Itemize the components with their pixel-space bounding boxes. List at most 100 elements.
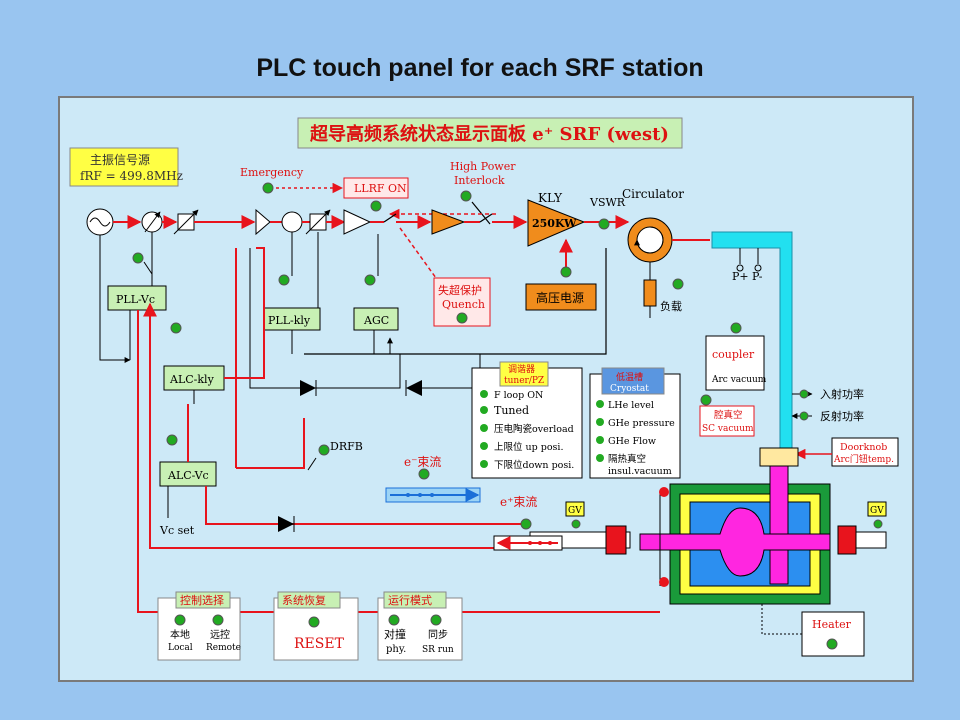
master-osc-box	[69, 147, 179, 187]
gv-right-led	[873, 519, 883, 529]
alc-vc-label: ALC-Vc	[167, 469, 209, 482]
e-minus-beam-label: e⁻束流	[404, 455, 441, 469]
diode-icon-3	[278, 516, 294, 532]
e-plus-beam-label: e⁺束流	[500, 495, 537, 509]
agc-label: AGC	[363, 314, 389, 327]
cavity-icon	[639, 507, 831, 577]
srf-station-diagram: 超导高频系统状态显示面板 e⁺ SRF (west) 主振信号源 fRF = 4…	[69, 117, 899, 661]
hv-supply-label: 高压电源	[536, 290, 584, 305]
tuner-item: Tuned	[494, 404, 529, 417]
slide-title: PLC touch panel for each SRF station	[256, 54, 704, 82]
llrf-on-box	[343, 177, 409, 199]
coupler-title: coupler	[712, 348, 755, 361]
drfb-label: DRFB	[330, 440, 363, 453]
tuner-title-2: tuner/PZ	[504, 376, 544, 386]
tuner-item: 下限位down posi.	[494, 459, 574, 471]
phase-shifter-2-icon	[281, 211, 303, 233]
load-icon	[643, 279, 657, 307]
alc-vc-box	[159, 461, 217, 487]
quench-led	[456, 312, 468, 324]
coupler-led	[730, 322, 742, 334]
diode-icon-1	[300, 380, 316, 396]
sc-vacuum-led	[700, 394, 712, 406]
tuner-item: 上限位 up posi.	[494, 441, 563, 453]
sc-vacuum-label-2: SC vacuum	[702, 424, 754, 434]
cryostat-item: GHe Flow	[608, 436, 656, 447]
doorknob-label-1: Doorknob	[840, 442, 887, 453]
run-mode-title: 运行模式	[388, 594, 432, 607]
remote-label-en[interactable]: Remote	[206, 643, 241, 653]
doorknob-box	[831, 437, 899, 467]
pll-kly-label: PLL-kly	[268, 314, 311, 327]
gv-left-led	[571, 519, 581, 529]
panel-header-box	[297, 117, 683, 149]
cryostat-item: GHe pressure	[608, 418, 675, 429]
tuner-item: 压电陶瓷overload	[494, 423, 574, 435]
agc-box	[353, 307, 399, 331]
gv-right-label: GV	[870, 506, 884, 516]
quench-label-1: 失超保护	[438, 283, 482, 297]
cryostat-item: LHe level	[608, 400, 654, 411]
reset-led[interactable]	[308, 616, 320, 628]
alc-kly-label: ALC-kly	[169, 373, 215, 386]
remote-led[interactable]	[212, 614, 224, 626]
reflected-power-led	[799, 411, 809, 421]
hv-supply-led	[560, 266, 572, 278]
circulator-label: Circulator	[622, 187, 684, 201]
phy-label-cn[interactable]: 对撞	[384, 627, 406, 641]
master-osc-freq: fRF = 499.8MHz	[80, 169, 183, 183]
llrf-on-label: LLRF ON	[354, 182, 407, 195]
tuner-item: F loop ON	[494, 390, 543, 401]
reflected-power-label: 反射功率	[820, 409, 864, 423]
sr-run-led[interactable]	[430, 614, 442, 626]
phy-led[interactable]	[388, 614, 400, 626]
emergency-label: Emergency	[240, 166, 304, 179]
interlock-label-2: Interlock	[454, 174, 505, 187]
tuner-title-1: 调谐器	[508, 364, 535, 375]
cryostat-item: 隔热真空	[608, 453, 646, 465]
hv-supply-box	[525, 283, 597, 311]
master-osc-label: 主振信号源	[90, 153, 150, 167]
vc-set-label: Vc set	[159, 524, 195, 537]
alc-kly-led	[170, 322, 182, 334]
p-plus-label: P+	[732, 270, 749, 283]
coupler-box	[705, 335, 765, 391]
cavity-probe-2	[659, 577, 669, 587]
sc-vacuum-label-1: 腔真空	[714, 409, 743, 421]
local-label-en[interactable]: Local	[168, 643, 193, 653]
e-minus-beam-led	[418, 468, 430, 480]
phy-label-en[interactable]: phy.	[386, 644, 406, 655]
alc-vc-led	[166, 434, 178, 446]
plc-touch-panel: 超导高频系统状态显示面板 e⁺ SRF (west) 主振信号源 fRF = 4…	[58, 96, 914, 682]
gv-valve-right	[837, 525, 857, 555]
cryostat-item: insul.vacuum	[608, 466, 672, 477]
gv-left-label: GV	[568, 506, 582, 516]
p-minus-label: P-	[752, 270, 763, 283]
control-select-title: 控制选择	[180, 593, 224, 607]
driver-amp-icon	[343, 209, 372, 235]
diode-icon-2	[406, 380, 422, 396]
pll-kly-led	[278, 274, 290, 286]
cryostat-title-1: 低温槽	[616, 371, 643, 383]
heater-led	[826, 638, 838, 650]
remote-label-cn[interactable]: 远控	[210, 628, 230, 641]
reset-button[interactable]: RESET	[294, 636, 345, 652]
cryostat-title-2: Cryostat	[610, 384, 649, 394]
sr-run-label-en[interactable]: SR run	[422, 645, 454, 655]
llrf-on-led	[370, 200, 382, 212]
system-recover-title: 系统恢复	[282, 593, 326, 607]
interlock-led	[460, 190, 472, 202]
incident-power-led	[799, 389, 809, 399]
gv-valve-left	[605, 525, 627, 555]
cavity-probe-1	[659, 487, 669, 497]
cryostat-item-list: LHe level GHe pressure GHe Flow 隔热真空 ins…	[596, 400, 675, 477]
local-led[interactable]	[174, 614, 186, 626]
quench-label-2: Quench	[442, 298, 485, 311]
local-label-cn[interactable]: 本地	[170, 628, 190, 641]
sr-run-label-cn[interactable]: 同步	[428, 629, 448, 641]
e-plus-beam-led	[520, 518, 532, 530]
kly-label: KLY	[538, 191, 563, 205]
coupler-sub: Arc vacuum	[711, 375, 767, 385]
interlock-label-1: High Power	[450, 160, 516, 173]
coupler-pipe	[769, 465, 789, 585]
